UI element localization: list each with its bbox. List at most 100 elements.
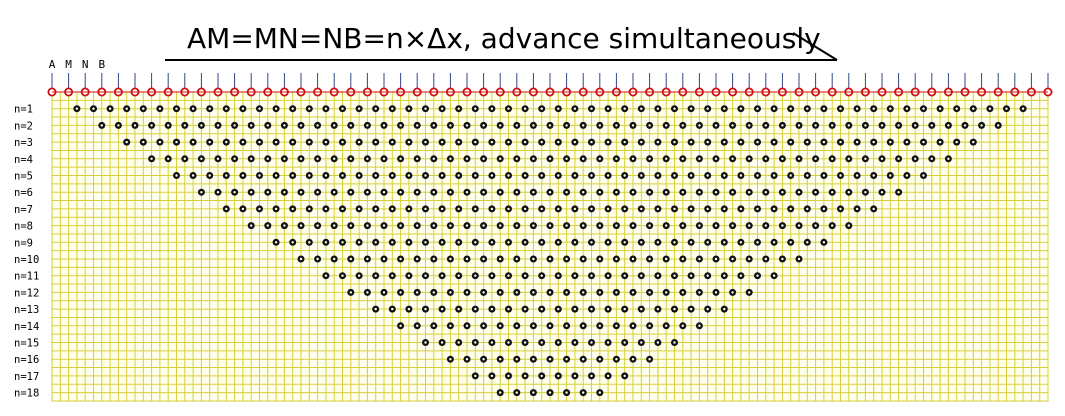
data-point-center bbox=[357, 241, 361, 244]
data-point-center bbox=[515, 157, 518, 160]
data-point-center bbox=[573, 341, 577, 344]
data-point-center bbox=[416, 191, 419, 194]
data-point-center bbox=[781, 124, 784, 127]
data-point-center bbox=[440, 107, 444, 110]
data-point-center bbox=[424, 241, 427, 244]
data-point-center bbox=[723, 174, 726, 177]
data-point-center bbox=[299, 191, 303, 194]
data-point-center bbox=[532, 124, 535, 127]
data-point-center bbox=[590, 341, 593, 344]
data-point-center bbox=[814, 157, 817, 160]
data-point-center bbox=[324, 107, 328, 110]
data-point-center bbox=[714, 291, 718, 294]
data-point-center bbox=[175, 107, 178, 110]
data-point-center bbox=[291, 140, 294, 144]
data-point-center bbox=[698, 324, 701, 327]
data-point-center bbox=[374, 107, 377, 110]
data-point-center bbox=[689, 174, 693, 177]
data-point-center bbox=[905, 174, 909, 177]
data-point-center bbox=[905, 140, 909, 144]
data-point-center bbox=[324, 207, 328, 211]
electrode-label-b: B bbox=[98, 58, 105, 71]
data-point-center bbox=[216, 124, 220, 127]
data-point-center bbox=[781, 224, 784, 227]
data-point-center bbox=[274, 107, 278, 110]
data-point-center bbox=[689, 107, 693, 110]
data-point-center bbox=[324, 174, 328, 177]
data-point-center bbox=[432, 157, 435, 160]
data-point-center bbox=[225, 140, 228, 144]
data-point-center bbox=[640, 140, 643, 144]
data-point-center bbox=[424, 174, 427, 177]
data-point-center bbox=[482, 257, 485, 261]
level-label: n=14 bbox=[14, 321, 39, 333]
data-point-center bbox=[772, 241, 776, 244]
data-point-center bbox=[698, 157, 701, 160]
data-point-center bbox=[640, 274, 643, 277]
data-point-center bbox=[739, 241, 743, 244]
data-point-center bbox=[772, 174, 776, 177]
level-label: n=9 bbox=[14, 237, 33, 249]
data-point-center bbox=[507, 341, 510, 344]
data-point-center bbox=[407, 174, 411, 177]
data-point-center bbox=[465, 358, 469, 361]
data-point-center bbox=[499, 291, 502, 294]
data-point-center bbox=[631, 157, 635, 160]
data-point-center bbox=[748, 291, 751, 294]
data-point-center bbox=[847, 124, 850, 127]
level-label: n=13 bbox=[14, 304, 39, 316]
data-point-center bbox=[673, 241, 676, 244]
data-point-center bbox=[416, 324, 419, 327]
data-point-center bbox=[781, 191, 784, 194]
data-point-center bbox=[308, 140, 311, 144]
data-point-center bbox=[706, 140, 709, 144]
data-point-center bbox=[606, 241, 610, 244]
data-point-center bbox=[864, 191, 867, 194]
data-point-center bbox=[623, 274, 626, 277]
data-point-center bbox=[399, 291, 402, 294]
data-point-center bbox=[316, 157, 319, 160]
data-point-center bbox=[92, 107, 95, 110]
data-point-center bbox=[349, 257, 352, 261]
data-point-center bbox=[499, 391, 502, 394]
data-point-center bbox=[382, 157, 386, 160]
data-point-center bbox=[698, 291, 701, 294]
data-point-center bbox=[806, 107, 809, 110]
data-point-center bbox=[839, 207, 842, 211]
data-point-center bbox=[689, 274, 693, 277]
data-point-center bbox=[831, 191, 834, 194]
data-point-center bbox=[283, 157, 286, 160]
data-point-center bbox=[565, 157, 568, 160]
data-point-center bbox=[432, 191, 435, 194]
data-point-center bbox=[490, 107, 494, 110]
data-point-center bbox=[681, 224, 684, 227]
data-point-center bbox=[681, 291, 684, 294]
data-point-center bbox=[416, 291, 419, 294]
level-label: n=11 bbox=[14, 271, 39, 283]
data-point-center bbox=[889, 140, 892, 144]
data-point-center bbox=[756, 241, 759, 244]
level-label: n=12 bbox=[14, 287, 39, 299]
data-point-center bbox=[897, 124, 900, 127]
data-point-center bbox=[316, 191, 319, 194]
data-point-center bbox=[117, 124, 120, 127]
data-point-center bbox=[191, 140, 195, 144]
data-point-center bbox=[822, 140, 826, 144]
data-point-center bbox=[250, 124, 253, 127]
data-point-center bbox=[714, 191, 718, 194]
data-point-center bbox=[822, 241, 826, 244]
data-point-center bbox=[897, 157, 900, 160]
data-point-center bbox=[698, 124, 701, 127]
data-point-center bbox=[673, 140, 676, 144]
data-point-center bbox=[590, 107, 593, 110]
data-point-center bbox=[623, 174, 626, 177]
level-label: n=6 bbox=[14, 187, 33, 199]
data-point-center bbox=[374, 140, 377, 144]
data-point-center bbox=[333, 257, 336, 261]
data-point-center bbox=[233, 157, 236, 160]
data-point-center bbox=[391, 307, 394, 311]
data-point-center bbox=[723, 307, 726, 311]
data-point-center bbox=[283, 124, 286, 127]
data-point-center bbox=[540, 174, 543, 177]
